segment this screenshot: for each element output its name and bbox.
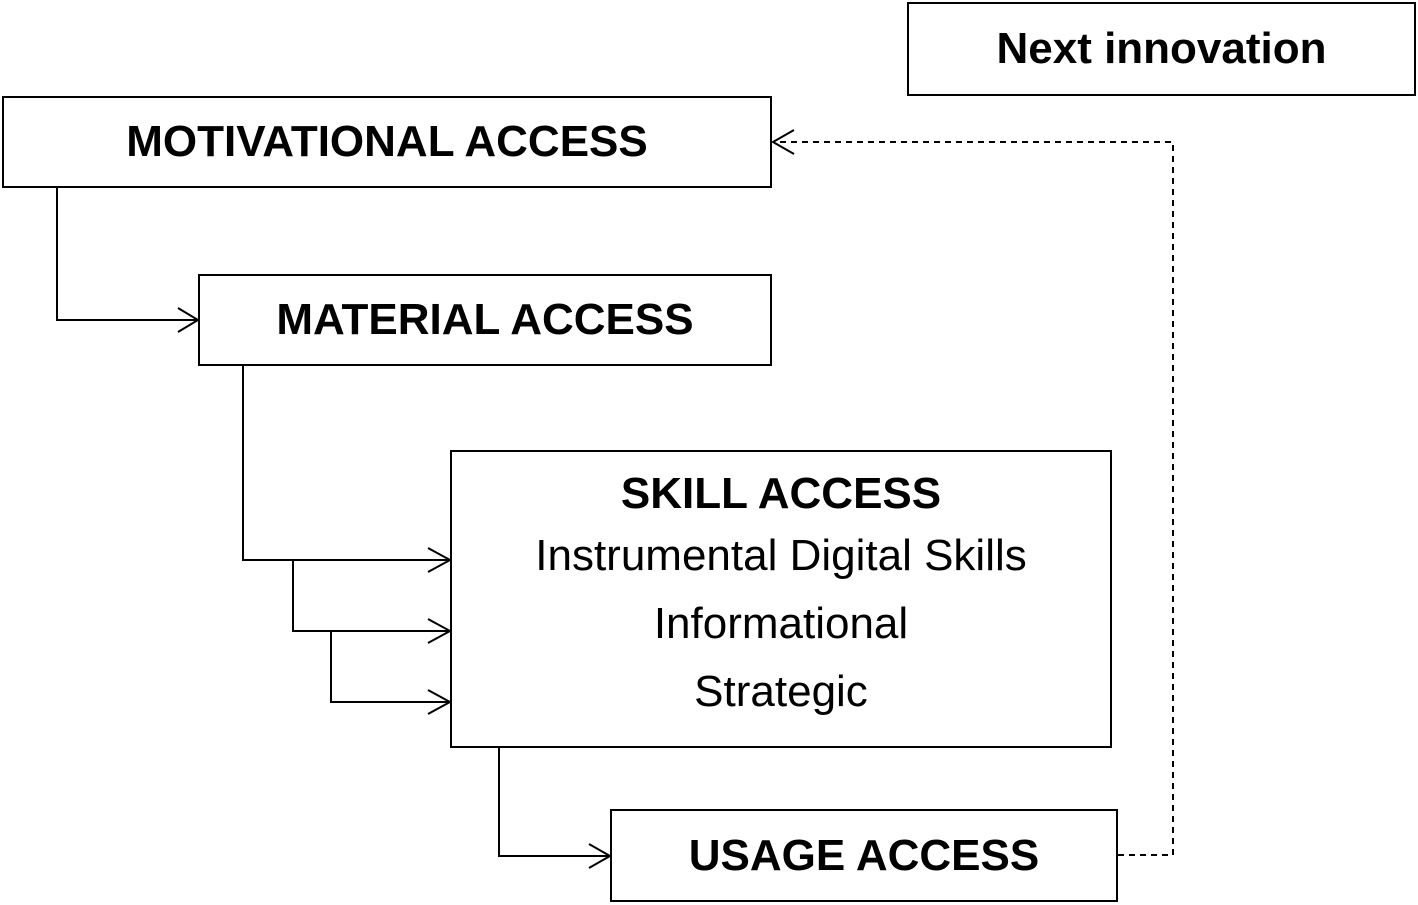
skill-item-strategic: Strategic: [694, 667, 868, 716]
usage-access-label: USAGE ACCESS: [688, 830, 1040, 880]
feedback-usage-to-motivational: [773, 141, 1174, 856]
connector-motivational-to-material: [56, 187, 198, 321]
motivational-access-label: MOTIVATIONAL ACCESS: [126, 117, 648, 166]
next-innovation-label: Next innovation: [996, 24, 1327, 73]
connector-material-to-skill-1: [242, 365, 450, 561]
connector-skill-to-usage: [498, 748, 610, 857]
arrowhead-motivational: [770, 129, 795, 155]
connector-material-to-skill-2: [292, 560, 450, 632]
material-access-box: MATERIAL ACCESS: [198, 274, 772, 366]
motivational-access-box: MOTIVATIONAL ACCESS: [2, 96, 772, 188]
skill-item-informational: Informational: [653, 599, 909, 648]
material-access-label: MATERIAL ACCESS: [276, 295, 694, 344]
connector-material-to-skill-3: [330, 631, 450, 703]
usage-access-box: USAGE ACCESS: [610, 809, 1118, 902]
next-innovation-box: Next innovation: [907, 2, 1416, 96]
skill-access-box: SKILL ACCESS Instrumental Digital Skills…: [450, 450, 1112, 748]
skill-item-instrumental: Instrumental Digital Skills: [535, 531, 1027, 580]
skill-access-label: SKILL ACCESS: [620, 469, 942, 518]
